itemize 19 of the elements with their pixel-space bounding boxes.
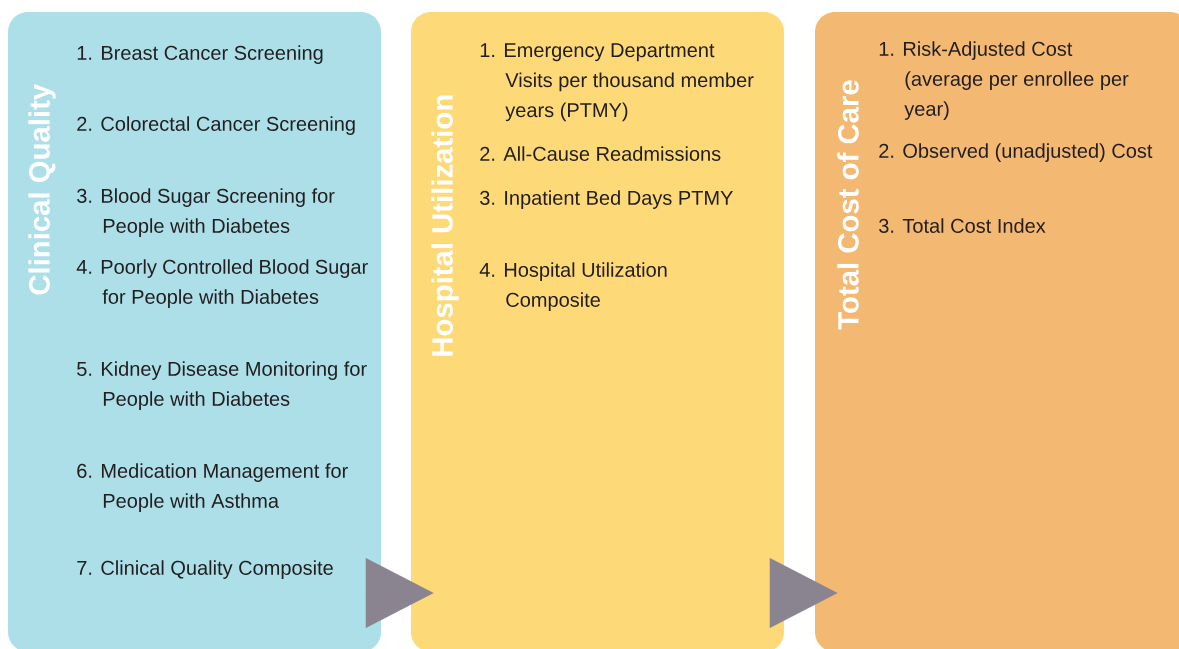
arrow — [365, 558, 434, 628]
list-item: 2. All-Cause Readmissions — [480, 146, 721, 161]
list-item: 2. Observed (unadjusted) Cost — [879, 143, 1153, 162]
panel-title: Hospital Utilization — [431, 95, 459, 356]
list-item: 6. Medication Management for People with Asthma — [77, 463, 348, 512]
list-item: 1. Breast Cancer Screening — [77, 45, 323, 64]
list-item: 3. Inpatient Bed Days PTMY — [480, 190, 733, 209]
list-item: 2. Colorectal Cancer Screening — [77, 116, 355, 135]
list-item: 4. Hospital Utilization Composite — [479, 262, 667, 311]
list-item: 5. Kidney Disease Monitoring for People with Diabetes — [77, 361, 367, 410]
panel-title: Clinical Quality — [28, 83, 56, 295]
arrow — [769, 558, 838, 628]
list-item: 1. Emergency Department Visits per thousand member years (PTMY) — [480, 43, 754, 122]
list-item: 7. Clinical Quality Composite — [77, 560, 333, 579]
list-item: 3. Blood Sugar Screening for People with Diabetes — [77, 188, 335, 237]
list-item: 4. Poorly Controlled Blood Sugar for People with Diabetes — [76, 259, 368, 308]
panel-title: Total Cost of Care — [837, 80, 859, 330]
list-item: 1. Risk-Adjusted Cost (average per enrollee per year) — [879, 41, 1129, 120]
list-item: 3. Total Cost Index — [879, 218, 1046, 233]
